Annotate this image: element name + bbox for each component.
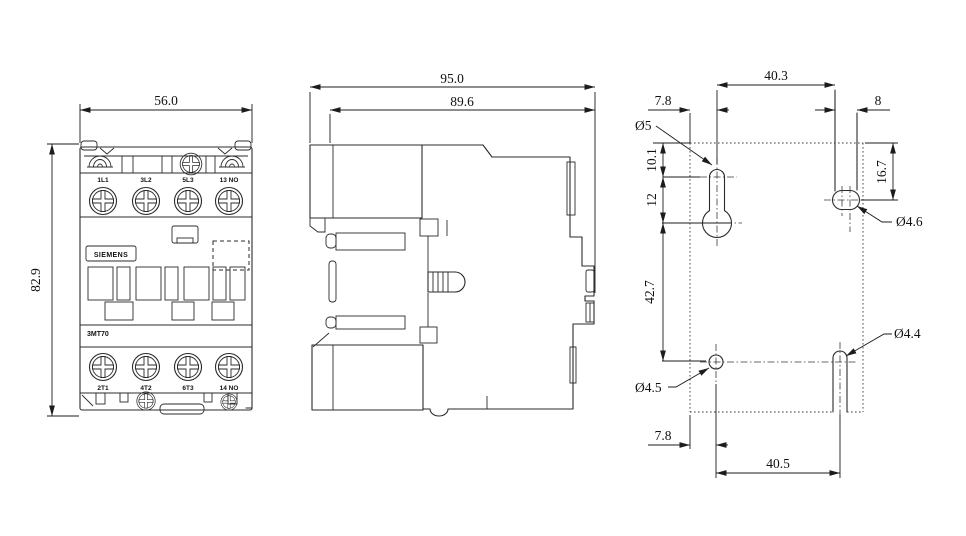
brand-label-box xyxy=(85,245,137,262)
bottom-right-slot-dia-callout: Ø4.4 xyxy=(845,326,921,357)
keyhole-stem-value: 12 xyxy=(644,193,659,207)
brand-label: SIEMENS xyxy=(94,252,128,259)
terminal-label-2T1: 2T1 xyxy=(97,385,109,392)
bottom-left-hole-dia-callout: Ø4.5 xyxy=(635,367,710,395)
front-top-clip-band xyxy=(79,152,253,176)
keyhole-dia-value: Ø5 xyxy=(635,118,652,133)
drill-bottom-left-offset-value: 7.8 xyxy=(655,428,672,443)
drill-top-span-dimension: 40.3 xyxy=(716,68,835,164)
terminal-label-3L2: 3L2 xyxy=(140,177,152,184)
coil-terminal-details xyxy=(486,161,595,409)
bottom-mounting-tab xyxy=(159,403,205,415)
side-view: 95.0 89.6 xyxy=(309,71,596,417)
drill-top-span-value: 40.3 xyxy=(764,68,788,83)
terminal-screw-13NO xyxy=(214,186,244,216)
keyhole-top-offset-value: 10.1 xyxy=(644,148,659,172)
drill-top-left-offset-value: 7.8 xyxy=(655,93,672,108)
keyhole-dia-callout: Ø5 xyxy=(635,118,713,166)
bottom-fix-screw-right xyxy=(220,393,238,411)
mounting-drill-plan: 40.3 7.8 8 10.1 12 42.7 xyxy=(635,68,923,478)
terminal-screw-2T1 xyxy=(88,352,118,382)
front-bottom-terminal-row: 2T1 4T2 6T3 14 NO xyxy=(79,352,253,394)
drill-left-dimension-chain: 10.1 12 42.7 xyxy=(642,142,731,362)
front-height-dimension: 82.9 xyxy=(28,143,79,417)
side-body-depth-value: 89.6 xyxy=(450,94,474,109)
front-top-terminal-row: 1L1 3L2 5L3 13 NO xyxy=(79,177,253,218)
terminal-screw-3L2 xyxy=(131,186,161,216)
drill-bottom-span-dimension: 40.5 xyxy=(715,384,841,478)
keyhole-slot xyxy=(698,158,742,246)
bottom-fix-screw-left xyxy=(136,391,156,411)
terminal-screw-14NO xyxy=(214,352,244,382)
terminal-label-13NO: 13 NO xyxy=(220,177,239,184)
side-overall-depth-value: 95.0 xyxy=(440,71,464,86)
terminal-screw-6T3 xyxy=(173,352,203,382)
front-width-dimension: 56.0 xyxy=(79,93,253,143)
terminal-screw-4T2 xyxy=(131,352,161,382)
front-body-outline xyxy=(79,140,253,411)
right-slot-dia-value: Ø4.6 xyxy=(896,214,923,229)
model-label: 3MT70 xyxy=(87,331,109,338)
spring-clip-right xyxy=(218,155,246,168)
terminal-screw-1L1 xyxy=(88,186,118,216)
right-top-slot xyxy=(824,89,872,232)
side-profile xyxy=(309,144,595,417)
drill-top-right-offset-value: 8 xyxy=(875,93,882,108)
bottom-right-slot-dia-value: Ø4.4 xyxy=(894,326,921,341)
spring-clip-left xyxy=(86,155,114,168)
terminal-label-1L1: 1L1 xyxy=(97,177,109,184)
front-bottom-strip xyxy=(81,391,253,415)
contact-windows xyxy=(87,266,246,321)
plate-outline xyxy=(689,142,864,413)
right-slot-depth-value: 16.7 xyxy=(874,160,889,184)
armature-pin xyxy=(427,271,466,293)
right-slot-dia-callout: Ø4.6 xyxy=(856,205,923,229)
side-body-depth-dimension: 89.6 xyxy=(329,94,595,143)
side-overall-depth-dimension: 95.0 xyxy=(309,71,596,293)
terminal-label-14NO: 14 NO xyxy=(220,385,239,392)
terminal-label-6T3: 6T3 xyxy=(182,385,194,392)
front-view: 56.0 82.9 1L1 xyxy=(28,93,253,417)
terminal-label-4T2: 4T2 xyxy=(140,385,152,392)
drill-bottom-span-value: 40.5 xyxy=(766,456,790,471)
bottom-left-hole-dia-value: Ø4.5 xyxy=(635,380,662,395)
drill-bottom-left-offset-dimension: 7.8 xyxy=(648,415,728,449)
bottom-left-hole xyxy=(700,344,856,382)
front-width-value: 56.0 xyxy=(154,93,178,108)
bottom-right-slot xyxy=(832,342,848,424)
terminal-screw-5L3 xyxy=(173,186,203,216)
vertical-span-value: 42.7 xyxy=(642,280,657,304)
front-height-value: 82.9 xyxy=(28,268,43,292)
drill-top-right-offset-dimension: 8 xyxy=(815,93,890,113)
right-slot-depth-dimension: 16.7 xyxy=(861,142,898,201)
aux-contact-dashed-outline xyxy=(212,240,250,271)
front-middle-section: SIEMENS 3MT70 xyxy=(79,225,253,348)
terminal-label-5L3: 5L3 xyxy=(182,177,194,184)
drill-top-left-offset-dimension: 7.8 xyxy=(648,93,729,143)
